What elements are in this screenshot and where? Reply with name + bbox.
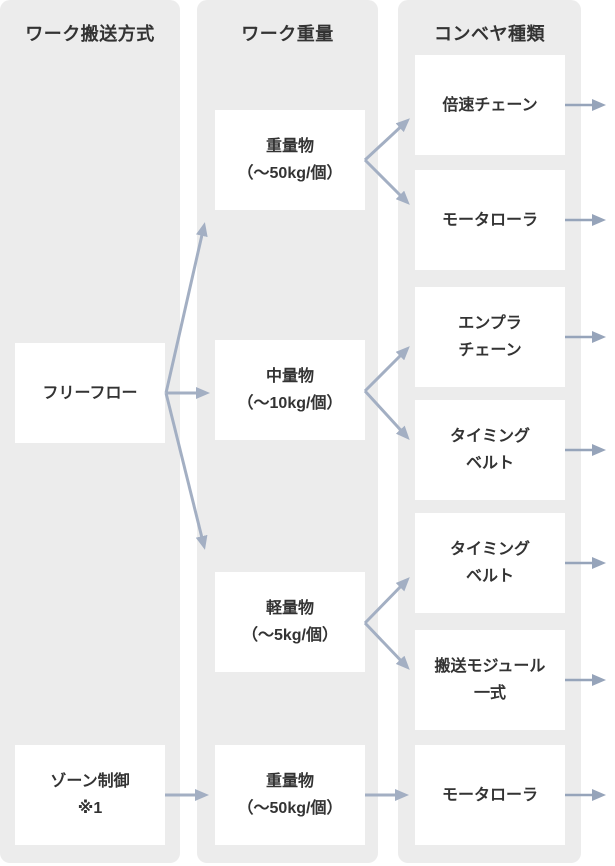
node-label-detail: （～50kg/個） — [237, 800, 343, 817]
node-label: ゾーン制御 — [50, 773, 130, 790]
node-free-flow: フリーフロー — [15, 343, 165, 443]
node-motor-roller-bottom: モータローラ — [415, 745, 565, 845]
node-label: タイミング — [449, 541, 530, 558]
node-label-line2: チェーン — [458, 342, 522, 359]
node-label-line2: ベルト — [465, 455, 514, 472]
node-label: 重量物 — [265, 138, 314, 155]
node-label: 倍速チェーン — [442, 96, 538, 114]
node-label: タイミング — [449, 428, 530, 445]
node-enpla-chain: エンプラ チェーン — [415, 287, 565, 387]
node-label: モータローラ — [441, 211, 538, 229]
column-header-transport-method: ワーク搬送方式 — [25, 24, 155, 44]
node-label-note: ※1 — [77, 800, 103, 817]
node-light-weight: 軽量物 （～5kg/個） — [215, 572, 365, 672]
node-zone-control: ゾーン制御 ※1 — [15, 745, 165, 845]
node-label: 重量物 — [265, 773, 314, 790]
node-label-line2: ベルト — [465, 568, 514, 585]
node-label: モータローラ — [441, 786, 538, 804]
node-label: 中量物 — [265, 368, 314, 385]
column-header-work-weight: ワーク重量 — [241, 24, 334, 44]
node-medium-weight: 中量物 （～10kg/個） — [215, 340, 365, 440]
node-timing-belt-2: タイミング ベルト — [415, 513, 565, 613]
node-label: 軽量物 — [265, 600, 314, 617]
node-label: 搬送モジュール — [434, 658, 546, 675]
node-motor-roller-top: モータローラ — [415, 170, 565, 270]
node-label-line2: 一式 — [473, 685, 506, 702]
column-header-conveyor-type: コンベヤ種類 — [434, 24, 545, 44]
node-transport-module-set: 搬送モジュール 一式 — [415, 630, 565, 730]
node-label: フリーフロー — [42, 384, 138, 402]
node-label-detail: （～10kg/個） — [237, 395, 343, 412]
node-timing-belt-1: タイミング ベルト — [415, 400, 565, 500]
node-heavy-weight-bottom: 重量物 （～50kg/個） — [215, 745, 365, 845]
node-heavy-weight-top: 重量物 （～50kg/個） — [215, 110, 365, 210]
node-label: エンプラ — [458, 315, 522, 332]
node-label-detail: （～50kg/個） — [237, 165, 343, 182]
node-double-speed-chain: 倍速チェーン — [415, 55, 565, 155]
node-label-detail: （～5kg/個） — [241, 627, 339, 644]
